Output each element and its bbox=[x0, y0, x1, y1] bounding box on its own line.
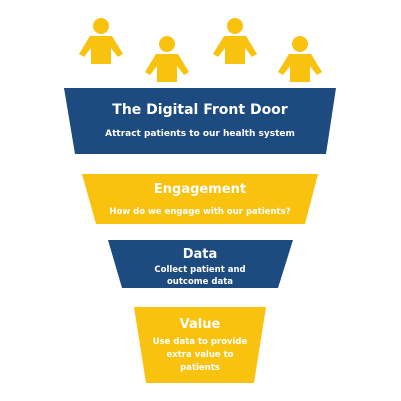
funnel-tier-shape bbox=[64, 88, 336, 154]
tier-description: Collect patient and bbox=[154, 265, 245, 275]
funnel-tier-shape bbox=[82, 174, 318, 224]
tier-description: outcome data bbox=[167, 277, 233, 287]
people-row bbox=[79, 18, 322, 82]
funnel-tier-shape bbox=[108, 240, 293, 288]
tier-description: How do we engage with our patients? bbox=[109, 207, 290, 217]
funnel-tier-value: Value Use data to provide extra value to… bbox=[134, 307, 266, 383]
funnel-tier-data: Data Collect patient and outcome data bbox=[108, 240, 293, 288]
person-icon bbox=[145, 36, 189, 82]
person-icon bbox=[79, 18, 123, 64]
person-icon bbox=[278, 36, 322, 82]
tier-title: Engagement bbox=[154, 182, 246, 197]
tier-title: Value bbox=[180, 317, 221, 332]
tier-description: patients bbox=[180, 363, 220, 373]
person-icon bbox=[213, 18, 257, 64]
funnel-tier-shape bbox=[134, 307, 266, 383]
tier-description: extra value to bbox=[166, 350, 233, 360]
funnel-tier-digital-front-door: The Digital Front Door Attract patients … bbox=[64, 88, 336, 154]
tier-description: Attract patients to our health system bbox=[105, 129, 295, 139]
tier-description: Use data to provide bbox=[153, 337, 248, 347]
tier-title: Data bbox=[183, 247, 218, 262]
tier-title: The Digital Front Door bbox=[112, 102, 288, 118]
funnel-tier-engagement: Engagement How do we engage with our pat… bbox=[82, 174, 318, 224]
